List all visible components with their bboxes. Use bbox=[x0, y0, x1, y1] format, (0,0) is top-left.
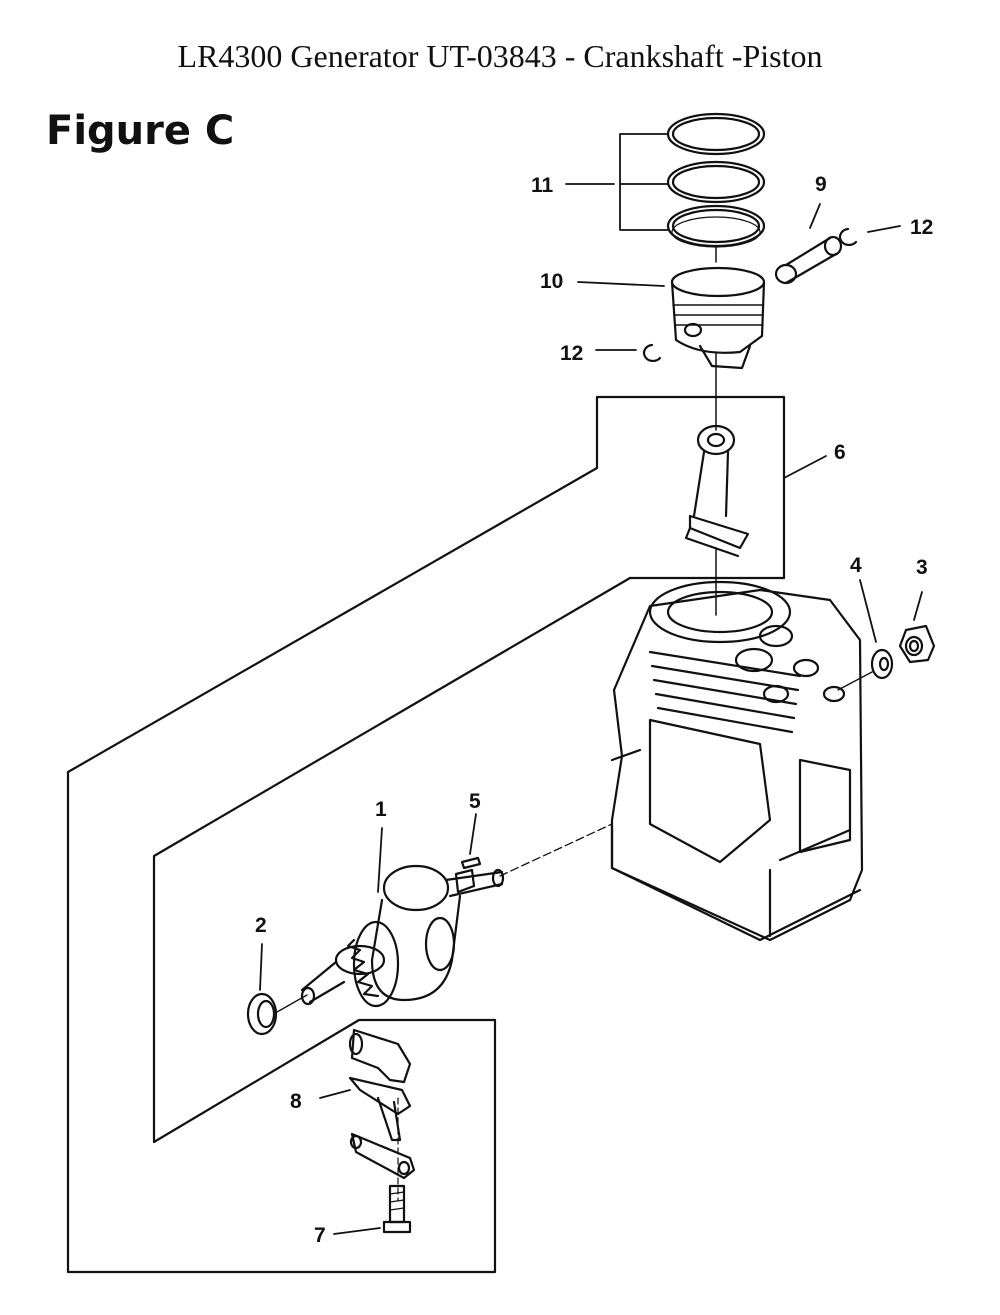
key-icon bbox=[460, 856, 482, 870]
callout-11: 11 bbox=[531, 174, 554, 197]
balancer-weight-icon bbox=[348, 1028, 412, 1142]
bracket-11 bbox=[619, 133, 669, 231]
leader-8 bbox=[319, 1089, 351, 1099]
callout-9: 9 bbox=[815, 173, 827, 196]
nut-icon bbox=[898, 624, 936, 664]
nut-axis-line bbox=[837, 671, 873, 691]
connecting-rod-icon bbox=[684, 424, 750, 558]
leader-6 bbox=[783, 455, 827, 479]
bolt-icon bbox=[382, 1184, 412, 1234]
leader-12-upper bbox=[867, 225, 901, 233]
circlip-icon-upper bbox=[838, 227, 858, 247]
callout-7: 7 bbox=[314, 1224, 326, 1247]
callout-8: 8 bbox=[290, 1090, 302, 1113]
leader-10 bbox=[577, 281, 665, 287]
crank-axis-line bbox=[499, 823, 613, 877]
leader-1 bbox=[377, 827, 383, 893]
leader-5 bbox=[469, 813, 477, 855]
callout-1: 1 bbox=[375, 798, 387, 821]
callout-12-upper: 12 bbox=[910, 216, 933, 239]
piston-rings-icon bbox=[666, 112, 766, 263]
callout-4: 4 bbox=[850, 554, 862, 577]
piston-icon bbox=[670, 266, 766, 370]
balancer-plate-icon bbox=[349, 1132, 416, 1180]
callout-6: 6 bbox=[834, 441, 846, 464]
leader-9 bbox=[809, 203, 821, 229]
crankshaft-icon bbox=[300, 864, 505, 1008]
engine-block-icon bbox=[610, 580, 864, 942]
callout-3: 3 bbox=[916, 556, 928, 579]
piston-pin-icon bbox=[774, 235, 843, 285]
callout-2: 2 bbox=[255, 914, 267, 937]
assembly-outline bbox=[66, 395, 786, 1274]
leader-4 bbox=[859, 579, 877, 643]
leader-2 bbox=[259, 943, 263, 991]
washer-icon bbox=[870, 648, 894, 680]
page-title: LR4300 Generator UT-03843 - Crankshaft -… bbox=[177, 38, 823, 74]
callout-10: 10 bbox=[540, 270, 563, 293]
oil-seal-icon bbox=[246, 992, 278, 1036]
callout-12-lower: 12 bbox=[560, 342, 583, 365]
circlip-icon-lower bbox=[642, 343, 662, 363]
leader-3 bbox=[913, 591, 923, 621]
callout-5: 5 bbox=[469, 790, 481, 813]
figure-label: Figure C bbox=[46, 108, 235, 154]
leader-7 bbox=[333, 1227, 381, 1235]
